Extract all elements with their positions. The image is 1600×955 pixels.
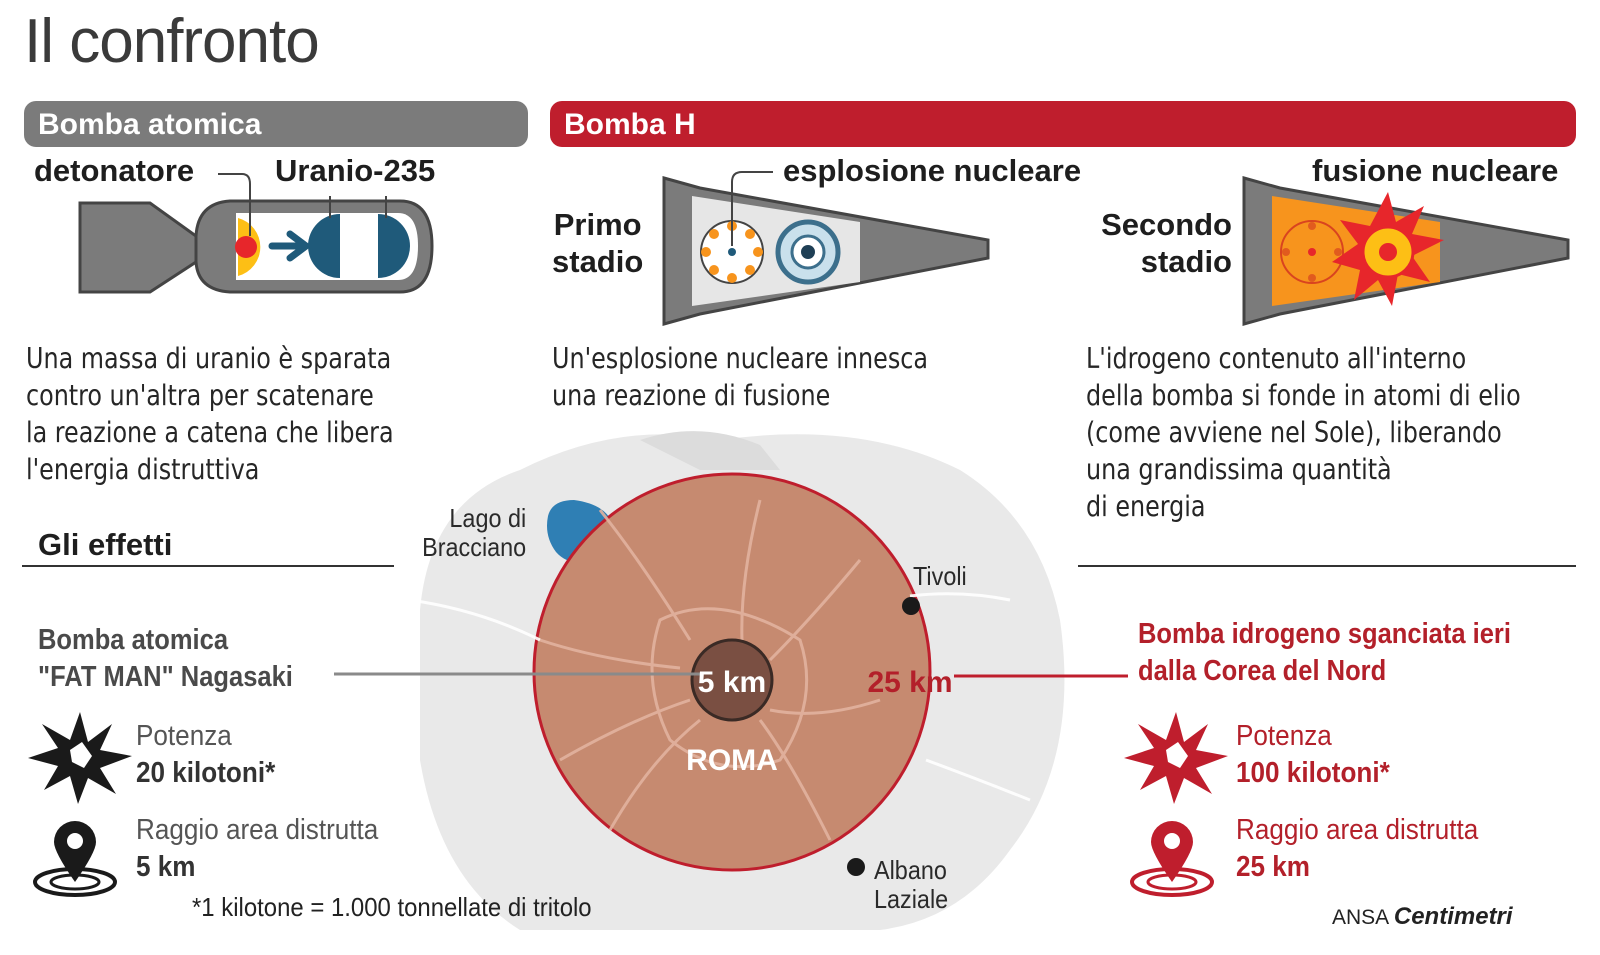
hbomb-stage1-diagram xyxy=(662,171,990,326)
hbomb-stage2-diagram xyxy=(1242,176,1570,326)
location-pin-red-icon xyxy=(1130,821,1214,897)
stage2-description: L'idrogeno contenuto all'interno della b… xyxy=(1086,342,1521,523)
fusion-label: fusione nucleare xyxy=(1312,153,1559,188)
hbomb-title: Bomba idrogeno sganciata ieri dalla Core… xyxy=(1138,618,1511,687)
stage1-label: Primo stadio xyxy=(552,207,644,279)
atomic-bomb-diagram xyxy=(78,173,434,294)
credit-brand: Centimetri xyxy=(1393,903,1513,930)
left-power-label: Potenza xyxy=(136,720,232,752)
atomic-bomb-header: Bomba atomica xyxy=(24,101,528,147)
hbomb-header: Bomba H xyxy=(550,101,1576,147)
albano-label: Albano Laziale xyxy=(874,855,949,914)
tivoli-label: Tivoli xyxy=(913,561,967,591)
left-radius-label: Raggio area distrutta xyxy=(136,814,379,846)
detonator-label: detonatore xyxy=(34,153,195,188)
atomic-description: Una massa di uranio è sparata contro un'… xyxy=(26,342,394,486)
lake-label: Lago di Bracciano xyxy=(422,503,527,562)
radius-small-label: 5 km xyxy=(698,666,766,699)
blast-star-icon xyxy=(28,712,132,804)
credit: ANSA Centimetri xyxy=(1332,903,1513,931)
right-radius-value: 25 km xyxy=(1236,851,1311,883)
page-title: Il confronto xyxy=(24,7,320,76)
uranium-label: Uranio-235 xyxy=(275,153,436,188)
right-radius-label: Raggio area distrutta xyxy=(1236,814,1479,846)
left-power-value: 20 kilotoni* xyxy=(136,757,276,789)
radius-large-label: 25 km xyxy=(867,666,952,699)
left-radius-value: 5 km xyxy=(136,851,196,883)
blast-star-red-icon xyxy=(1124,712,1228,804)
location-pin-icon xyxy=(33,821,117,897)
effects-title: Gli effetti xyxy=(38,527,173,562)
right-power-value: 100 kilotoni* xyxy=(1236,757,1390,789)
fat-man-title: Bomba atomica "FAT MAN" Nagasaki xyxy=(38,624,293,693)
right-power-label: Potenza xyxy=(1236,720,1332,752)
city-label: ROMA xyxy=(686,744,778,777)
credit-agency: ANSA xyxy=(1332,906,1389,929)
explosion-label: esplosione nucleare xyxy=(783,153,1082,188)
footnote: *1 kilotone = 1.000 tonnellate di tritol… xyxy=(192,892,592,922)
rome-map xyxy=(334,431,1128,930)
stage2-label: Secondo stadio xyxy=(1101,207,1232,279)
stage1-description: Un'esplosione nucleare innesca una reazi… xyxy=(552,342,928,412)
